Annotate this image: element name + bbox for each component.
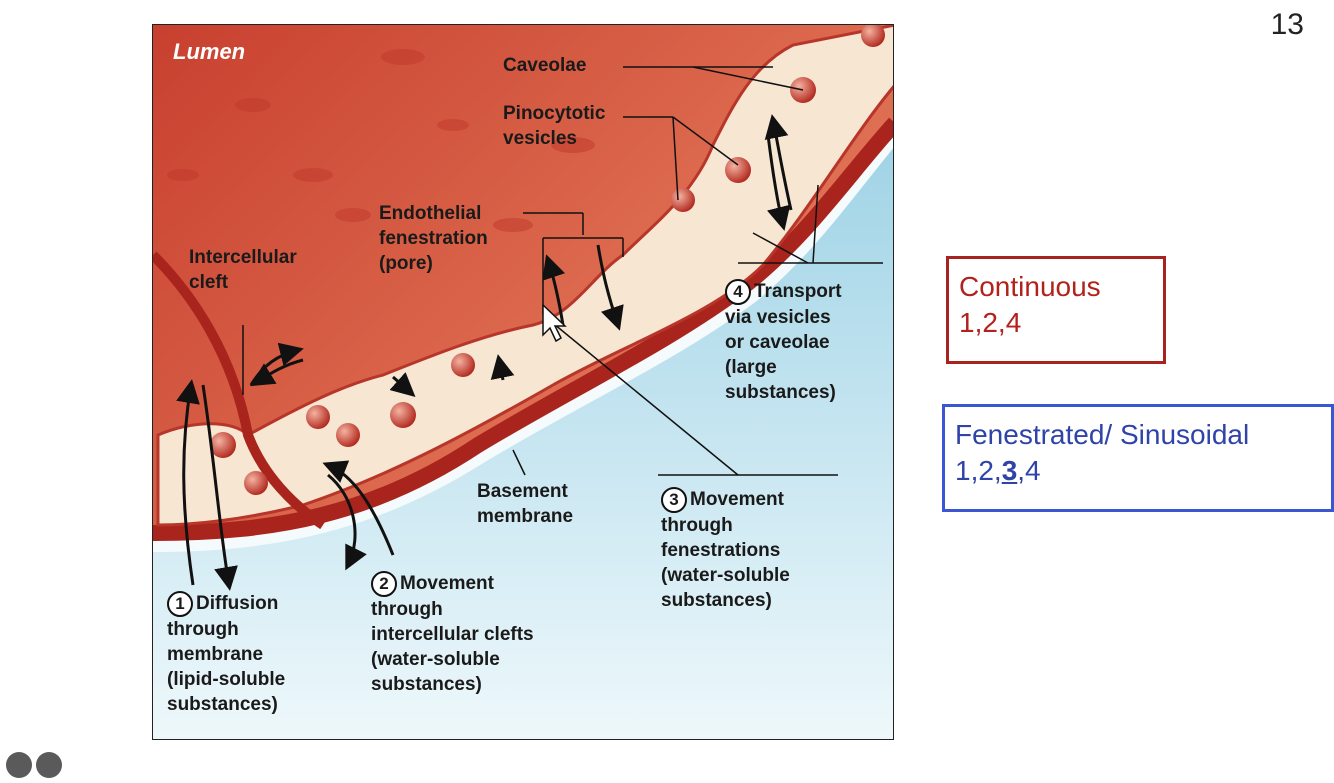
step4-number: 4 [725,279,751,305]
lumen-label: Lumen [173,39,245,64]
endothelial-fenestration-label: Endothelial fenestration (pore) [379,201,488,276]
step1-number: 1 [167,591,193,617]
continuous-capillary-box: Continuous 1,2,4 [946,256,1166,364]
basement-membrane-label: Basement membrane [477,479,573,529]
fenestrated-mechanisms: 1,2,3,4 [955,453,1321,489]
participant-avatars [6,752,66,783]
step2-number: 2 [371,571,397,597]
slide-number: 13 [1271,8,1304,42]
fenestrated-title: Fenestrated/ Sinusoidal [955,417,1321,453]
continuous-mechanisms: 1,2,4 [959,305,1153,341]
step3-number: 3 [661,487,687,513]
fenestrated-emphasis: 3 [1002,455,1018,486]
avatar [6,752,32,778]
capillary-transport-diagram: Lumen Caveolae Pinocytotic vesicles Endo… [152,24,894,740]
pinocytotic-label: Pinocytotic vesicles [503,101,605,151]
caveolae-label: Caveolae [503,53,586,78]
continuous-title: Continuous [959,269,1153,305]
avatar [36,752,62,778]
fenestrated-capillary-box: Fenestrated/ Sinusoidal 1,2,3,4 [942,404,1334,512]
intercellular-cleft-label: Intercellular cleft [189,245,297,295]
